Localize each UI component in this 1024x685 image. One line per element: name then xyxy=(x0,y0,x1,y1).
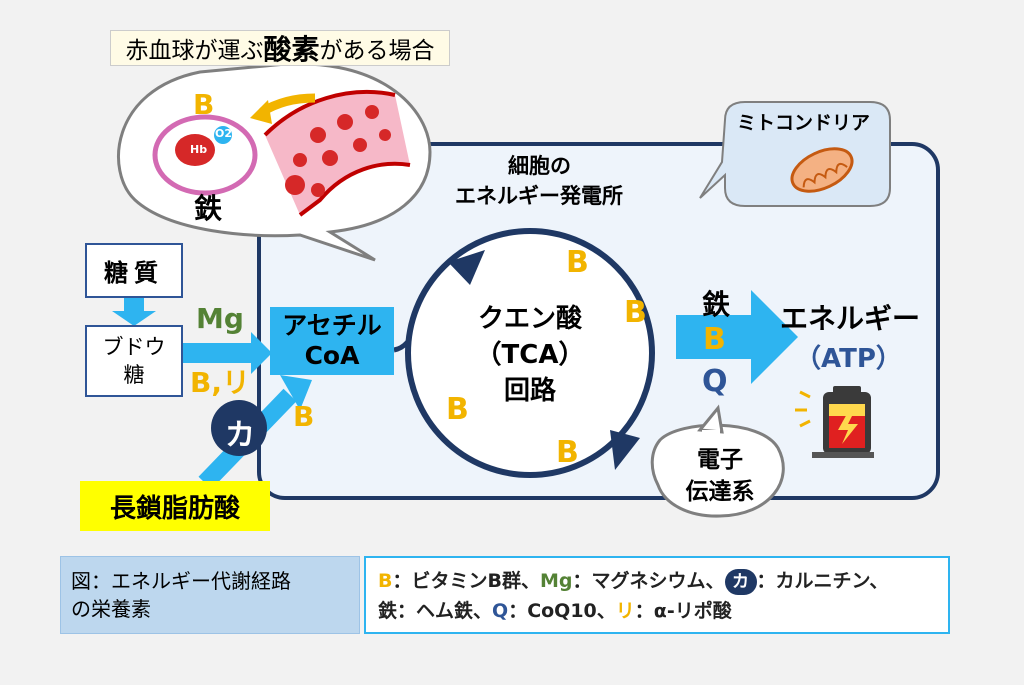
iron-label: 鉄 xyxy=(702,288,731,321)
figure-caption-line1: 図：エネルギー代謝経路 xyxy=(71,569,291,593)
legend-ri-key: リ xyxy=(615,600,635,622)
tca-cycle-ring xyxy=(405,228,655,478)
acetyl-line1: アセチル xyxy=(282,311,382,340)
glucose-to-acetyl-arrow xyxy=(183,332,272,374)
atp-label: （ATP） xyxy=(795,344,902,374)
legend-b-key: B xyxy=(378,570,393,592)
o2-label: O2 xyxy=(215,127,233,140)
nutrient-legend: B：ビタミンB群、Mg：マグネシウム、カ：カルニチン、 鉄：ヘム鉄、Q：CoQ1… xyxy=(364,556,950,634)
legend-line2: 鉄：ヘム鉄、Q：CoQ10、リ：α-リポ酸 xyxy=(378,596,936,626)
blood-vessel-illustration xyxy=(250,90,411,217)
b-ri-label: B,リ xyxy=(190,366,250,399)
acetyl-line2: CoA xyxy=(304,341,360,370)
glucose-line2: 糖 xyxy=(123,363,145,387)
q-label: Q xyxy=(702,364,728,399)
acetyl-coa-node: アセチル CoA xyxy=(270,307,394,375)
hb-label: Hb xyxy=(190,143,208,156)
electron-line2: 伝達系 xyxy=(685,479,755,505)
fatty-b-label: B xyxy=(293,400,315,433)
tca-line1: クエン酸 xyxy=(477,304,582,334)
caption-text-emphasis: 酸素 xyxy=(263,33,320,66)
tca-b-marker: B xyxy=(624,295,647,330)
bubble-b-label: B xyxy=(193,88,215,121)
electron-transport-label: 電子 伝達系 xyxy=(668,440,772,512)
tca-cycle-label: クエン酸 （TCA） 回路 xyxy=(440,300,620,410)
electron-transport-bubble xyxy=(650,404,785,518)
carnitine-label: カ xyxy=(225,418,255,453)
mg-label: Mg xyxy=(196,302,244,335)
oxygen-caption: 赤血球が運ぶ酸素がある場合 xyxy=(110,30,450,66)
sugar-to-glucose-arrow xyxy=(112,298,156,326)
legend-mg-desc: ：マグネシウム、 xyxy=(572,570,725,592)
electron-line1: 電子 xyxy=(697,447,743,473)
b-out-label: B xyxy=(703,322,726,357)
cycle-to-energy-arrow xyxy=(676,290,798,384)
legend-q-desc: ：CoQ10、 xyxy=(508,600,616,622)
tca-line3: 回路 xyxy=(503,376,556,406)
legend-line1: B：ビタミンB群、Mg：マグネシウム、カ：カルニチン、 xyxy=(378,566,936,596)
caption-text-after: がある場合 xyxy=(319,38,435,64)
glucose-line1: ブドウ xyxy=(102,335,166,359)
legend-iron-desc: ：ヘム鉄、 xyxy=(397,600,493,622)
cell-title-line1: 細胞の xyxy=(508,154,571,178)
legend-b-desc: ：ビタミンB群、 xyxy=(392,570,540,592)
battery-icon xyxy=(795,386,874,458)
cycle-arrowhead-bottom xyxy=(610,430,640,470)
mitochondria-label: ミトコンドリア xyxy=(737,112,871,134)
tca-b-marker: B xyxy=(446,392,469,427)
legend-q-key: Q xyxy=(492,600,509,622)
carnitine-circle xyxy=(211,400,267,456)
figure-caption: 図：エネルギー代謝経路 の栄養素 xyxy=(60,556,360,634)
legend-mg-key: Mg xyxy=(539,570,573,592)
figure-caption-line2: の栄養素 xyxy=(71,597,151,621)
glucose-node: ブドウ 糖 xyxy=(85,325,183,397)
tca-line2: （TCA） xyxy=(475,340,585,370)
cell-title-line2: エネルギー発電所 xyxy=(455,184,623,208)
caption-text-before: 赤血球が運ぶ xyxy=(125,38,264,64)
legend-iron-key: 鉄 xyxy=(378,600,398,622)
hemoglobin-illustration xyxy=(152,114,258,196)
legend-ri-desc: ：α-リポ酸 xyxy=(634,600,732,622)
fatty-acid-node: 長鎖脂肪酸 xyxy=(80,481,270,531)
mitochondria-speech-bubble xyxy=(699,101,891,207)
tca-b-marker: B xyxy=(566,245,589,280)
legend-ka-key: カ xyxy=(724,568,757,595)
energy-label: エネルギー xyxy=(780,302,921,335)
sugar-node: 糖質 xyxy=(85,243,183,298)
bubble-iron-label: 鉄 xyxy=(194,192,223,225)
cycle-arrowhead-top xyxy=(448,250,485,285)
legend-ka-desc: ：カルニチン、 xyxy=(756,570,889,592)
tca-b-marker: B xyxy=(556,435,579,470)
